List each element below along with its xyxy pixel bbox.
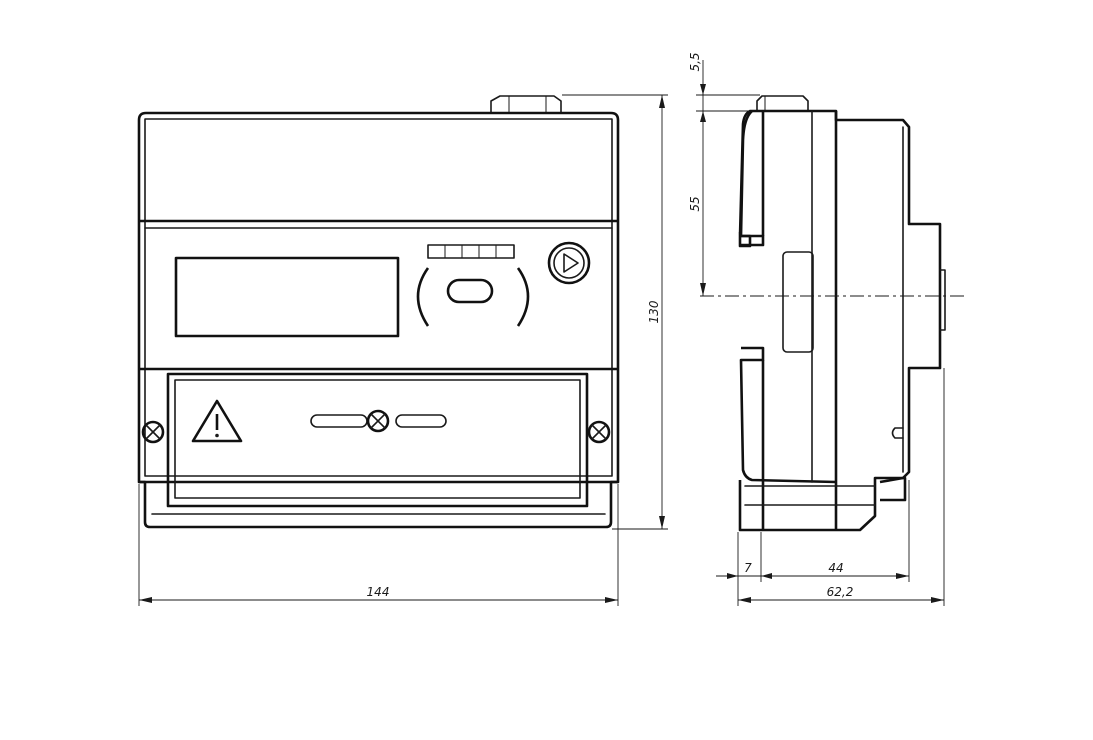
dim-label-side-center-height: 55 [688, 196, 702, 211]
lcd-display [174, 256, 400, 338]
optical-port-bracket-left [416, 267, 430, 327]
front-view [137, 94, 668, 606]
screw-icon [141, 420, 165, 444]
dim-label-side-top-offset: 5,5 [688, 52, 702, 71]
dim-label-front-height: 130 [647, 300, 661, 323]
optical-port-bracket-right [516, 267, 530, 327]
side-latch [891, 427, 904, 439]
dimension-front-width [138, 484, 619, 606]
dim-label-front-width: 144 [367, 585, 390, 599]
side-left-profile-lower [739, 346, 837, 484]
side-top-connector [756, 95, 809, 112]
front-bottom-flange [139, 480, 618, 529]
optical-port-button[interactable] [446, 278, 494, 304]
front-housing-outline [137, 111, 620, 484]
terminal-cover [166, 372, 589, 508]
dimension-side-horizontal [716, 368, 945, 606]
dim-label-side-total-depth: 62,2 [827, 585, 854, 599]
dim-label-side-rail-depth: 7 [744, 561, 752, 575]
side-window-recess [782, 251, 814, 353]
warning-triangle-icon [191, 399, 243, 443]
seal-slot [310, 409, 447, 433]
dimension-side-vertical [696, 60, 760, 296]
led-indicators [427, 244, 515, 259]
front-housing-inner [144, 118, 613, 477]
screw-icon [587, 420, 611, 444]
play-button-icon[interactable] [547, 241, 591, 285]
side-din-clip [939, 269, 946, 331]
dim-label-side-body-depth: 44 [828, 561, 843, 575]
terminal-cover-inner [174, 379, 581, 499]
front-top-connector [490, 95, 562, 114]
side-left-profile [739, 110, 765, 247]
dimension-front-height [562, 94, 668, 530]
side-terminal-cover [738, 476, 907, 532]
side-view [696, 60, 968, 606]
